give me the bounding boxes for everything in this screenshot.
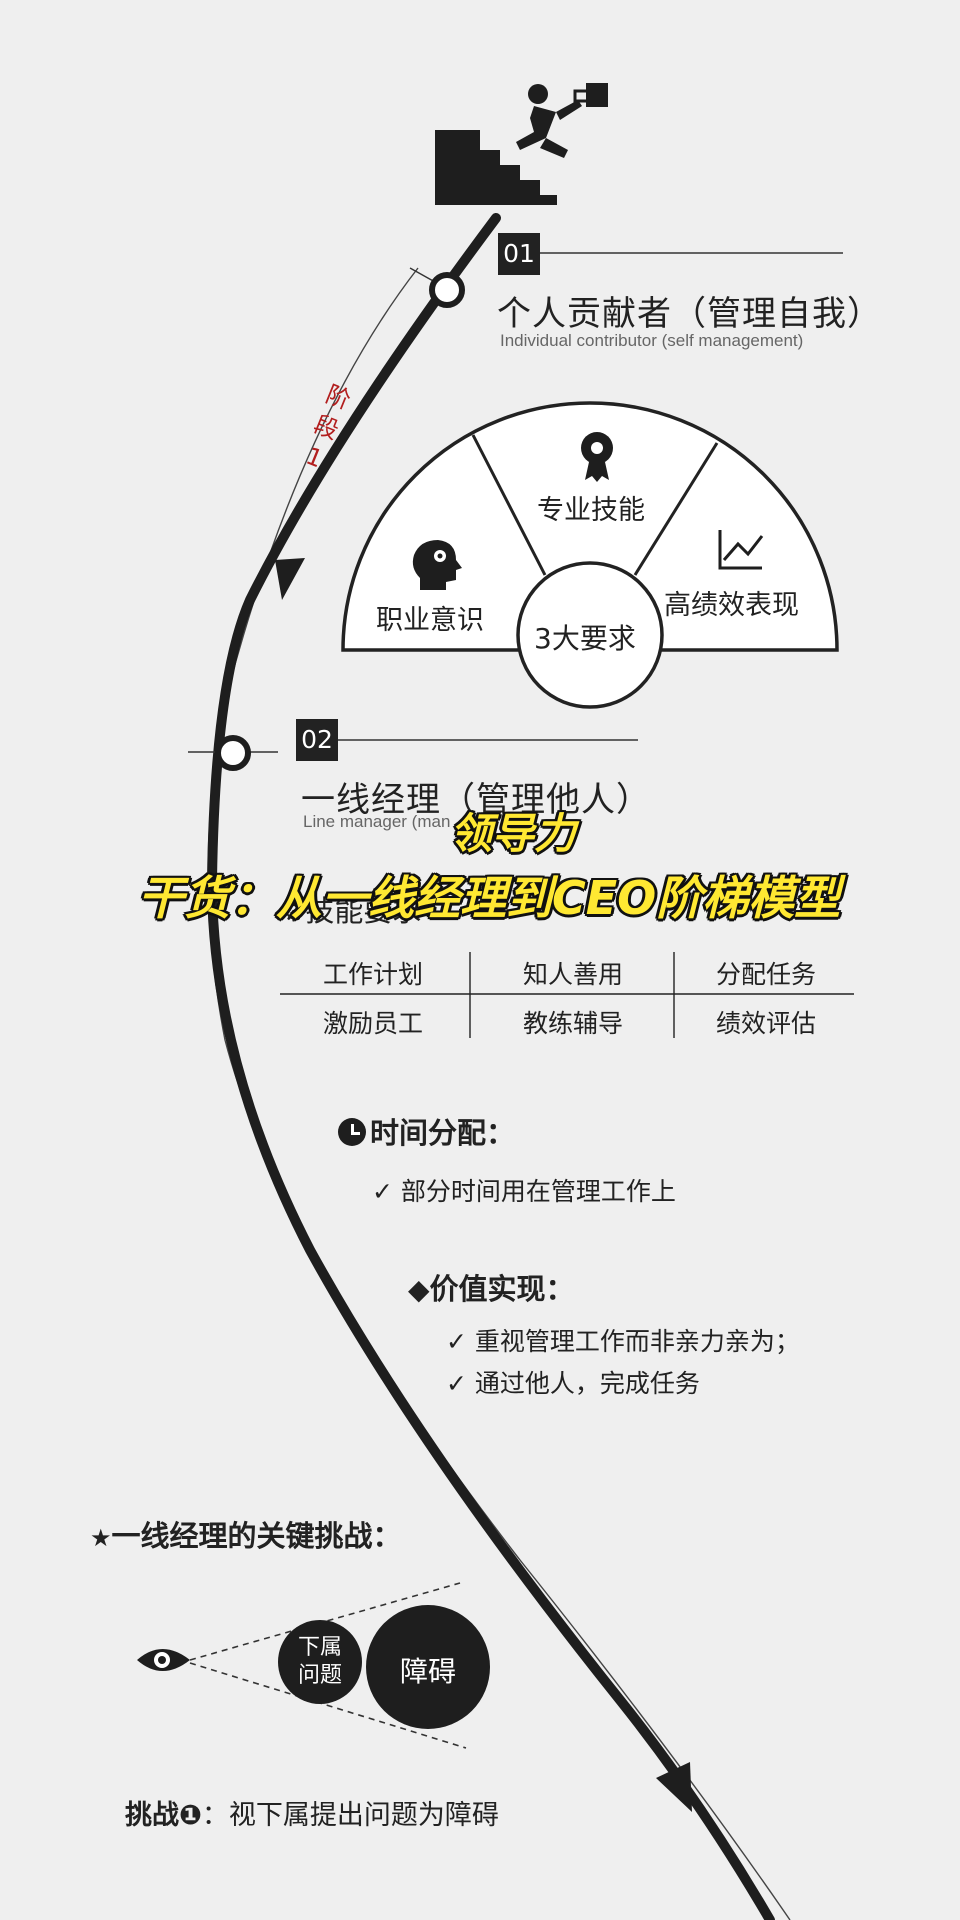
diamond-icon: ◆ (408, 1273, 430, 1306)
skills-cell: 知人善用 (522, 960, 623, 989)
skills-heading: ⚙技能要求 (282, 888, 421, 930)
stage2-number: 02 (296, 719, 338, 761)
challenge-funnel (189, 1582, 490, 1749)
stage2-node (215, 735, 251, 771)
line-chart-icon (718, 530, 764, 570)
time-heading: 时间分配： (338, 1110, 515, 1152)
stage1-title: 个人贡献者（管理自我） (497, 294, 882, 334)
stage1-subtitle: Individual contributor (self management) (500, 331, 804, 350)
fan-left-label: 职业意识 (376, 605, 484, 636)
challenge-1-label: 挑战❶ (125, 1800, 202, 1831)
fan-right-label: 高绩效表现 (664, 590, 799, 621)
gear-icon: ⚙ (282, 898, 306, 928)
gear-badge-icon (581, 432, 613, 482)
value-item: ✓ 重视管理工作而非亲力亲为； (446, 1322, 800, 1358)
value-item-text: 重视管理工作而非亲力亲为； (474, 1327, 800, 1356)
value-item: ✓ 通过他人，完成任务 (446, 1364, 700, 1400)
value-heading: ◆价值实现： (408, 1266, 575, 1308)
requirements-fan (341, 401, 839, 709)
checkmark-icon: ✓ (446, 1369, 475, 1398)
subordinate-issue-circle-label: 下属 问题 (278, 1634, 362, 1690)
fan-middle-label: 专业技能 (537, 495, 645, 526)
time-heading-text: 时间分配： (370, 1116, 516, 1150)
circle-line: 问题 (297, 1663, 342, 1688)
value-heading-text: 价值实现： (429, 1272, 575, 1306)
overlay-line1: 领导力 (450, 809, 577, 858)
obstacle-circle-label: 障碍 (399, 1655, 456, 1688)
value-item-text: 通过他人，完成任务 (474, 1369, 700, 1398)
stage2-subtitle: Line manager (man (303, 812, 451, 831)
stage2-title: 一线经理（管理他人） (301, 780, 651, 820)
eye-icon (137, 1649, 190, 1671)
challenge-1: 挑战❶：视下属提出问题为障碍 (125, 1793, 499, 1832)
path-arrow-2 (656, 1762, 692, 1812)
star-icon: ★ (90, 1524, 112, 1552)
overlay-line2: 干货：从一线经理到CEO阶梯模型 (138, 871, 841, 925)
challenge-heading-text: 一线经理的关键挑战： (111, 1519, 402, 1553)
skills-cell: 绩效评估 (715, 1009, 816, 1038)
head-gear-icon (412, 540, 462, 590)
time-item-text: 部分时间用在管理工作上 (400, 1177, 676, 1206)
skills-cell: 工作计划 (322, 960, 423, 989)
checkmark-icon: ✓ (372, 1177, 401, 1206)
skills-grid-lines (280, 952, 854, 1038)
skills-cell: 教练辅导 (522, 1009, 623, 1038)
time-item: ✓ 部分时间用在管理工作上 (372, 1172, 676, 1208)
checkmark-icon: ✓ (446, 1327, 475, 1356)
stage1-number: 01 (498, 233, 540, 275)
skills-cell: 分配任务 (715, 960, 816, 989)
skills-heading-text: 技能要求 (305, 894, 422, 928)
skills-cell: 激励员工 (322, 1009, 423, 1038)
stage1-tick (409, 267, 436, 283)
clock-icon (338, 1118, 366, 1146)
stairs-climber-icon (435, 83, 608, 205)
circle-line: 下属 (297, 1635, 342, 1660)
stage1-node (429, 272, 465, 308)
challenge-1-text: ：视下属提出问题为障碍 (201, 1800, 499, 1831)
path-arrow-1 (275, 558, 305, 600)
challenge-heading: ★一线经理的关键挑战： (90, 1513, 402, 1555)
career-path-line (206, 213, 775, 1920)
fan-center-label: 3大要求 (534, 622, 636, 655)
